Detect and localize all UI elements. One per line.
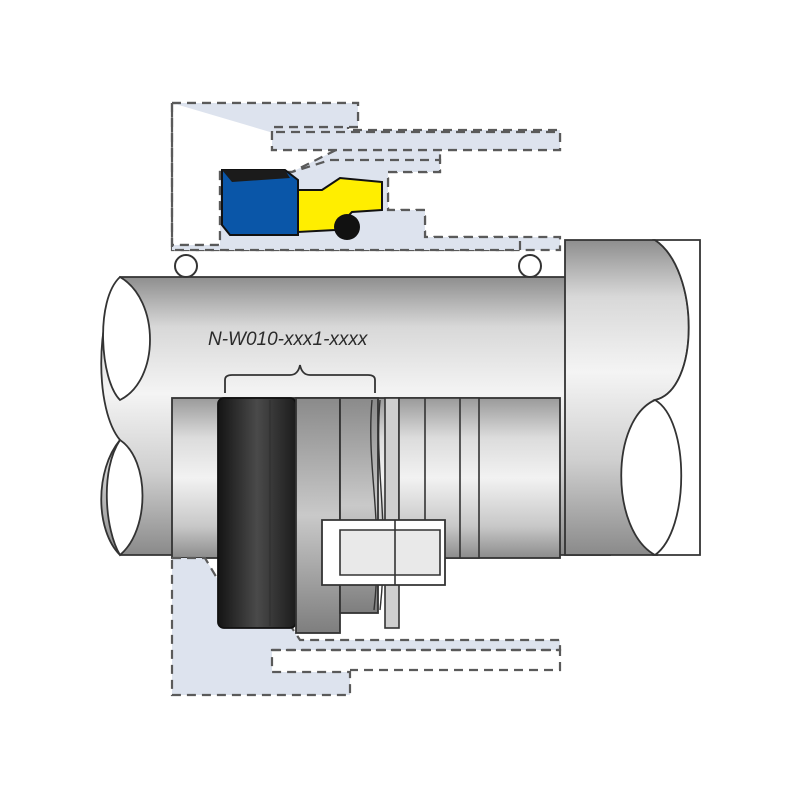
callout-brace <box>224 364 376 393</box>
rotary-elastomer <box>217 397 297 629</box>
drive-pin <box>321 519 446 586</box>
lower-gland <box>170 556 562 697</box>
lower-housing <box>170 556 562 697</box>
shaft-break-left <box>102 275 151 402</box>
black-oring <box>334 214 360 240</box>
shaft-break-left-lower <box>105 438 144 557</box>
oring-left <box>174 254 198 278</box>
blue-seat-top <box>222 170 290 182</box>
pin-body <box>339 529 441 576</box>
rotary-faces <box>295 397 480 634</box>
upper-seal-rings <box>221 169 383 240</box>
oring-right <box>518 254 542 278</box>
face-ring-1 <box>295 397 341 634</box>
part-number-label: N-W010-xxx1-xxxx <box>208 329 369 350</box>
part-callout: N-W010-xxx1-xxxx <box>208 329 376 393</box>
shaft-break-right <box>652 239 701 556</box>
elastomer-ring <box>217 397 297 629</box>
lower-gland-flange <box>272 648 562 672</box>
face-ring-3 <box>384 397 400 629</box>
shaft-step <box>564 239 701 556</box>
yellow-face <box>297 176 383 234</box>
